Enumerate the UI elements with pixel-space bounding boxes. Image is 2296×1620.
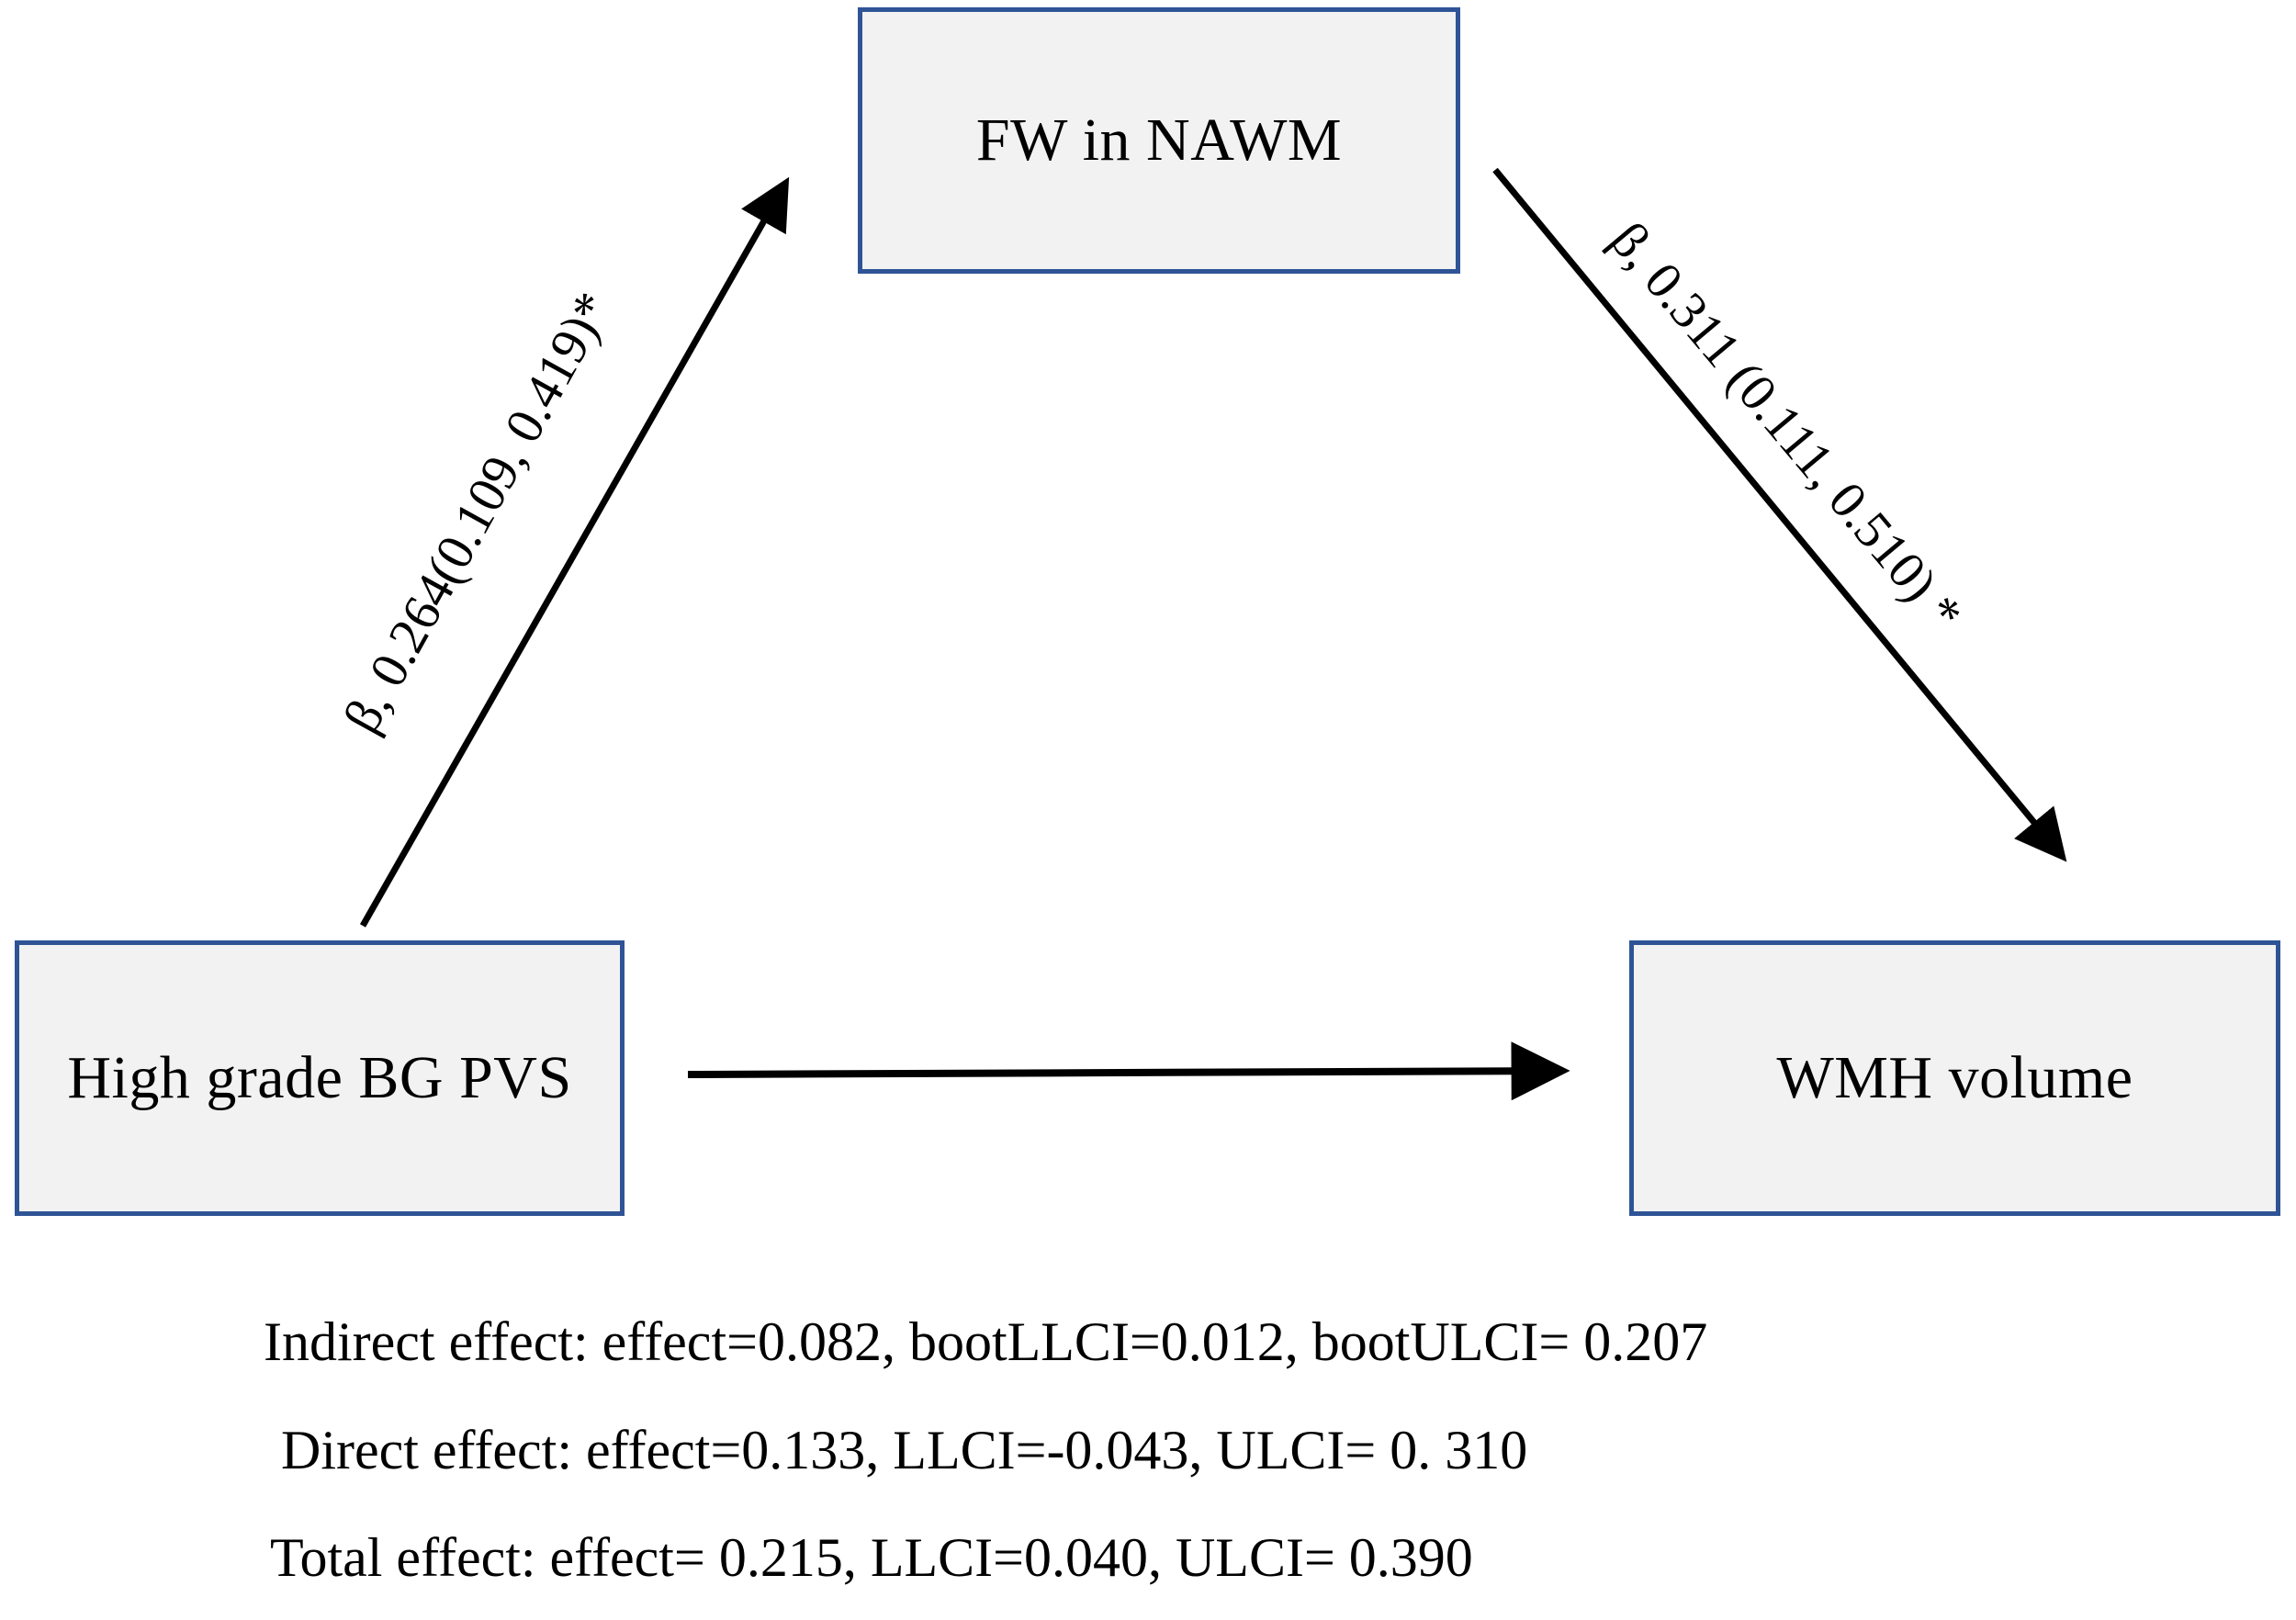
- indirect-effect-text: Indirect effect: effect=0.082, bootLLCI=…: [264, 1311, 1708, 1372]
- predictor-label: High grade BG PVS: [67, 1044, 572, 1111]
- predictor-box: High grade BG PVS: [15, 940, 625, 1216]
- mediator-box: FW in NAWM: [858, 7, 1460, 274]
- total-effect-text: Total effect: effect= 0.215, LLCI=0.040,…: [270, 1527, 1473, 1588]
- path-c-arrow: [687, 1041, 1570, 1101]
- path-a-arrow: [359, 176, 790, 928]
- mediator-label: FW in NAWM: [975, 107, 1343, 174]
- direct-effect-text: Direct effect: effect=0.133, LLCI=-0.043…: [281, 1420, 1528, 1480]
- path-b-arrow: [1492, 167, 2067, 862]
- outcome-label: WMH volume: [1776, 1044, 2133, 1111]
- outcome-box: WMH volume: [1629, 940, 2280, 1216]
